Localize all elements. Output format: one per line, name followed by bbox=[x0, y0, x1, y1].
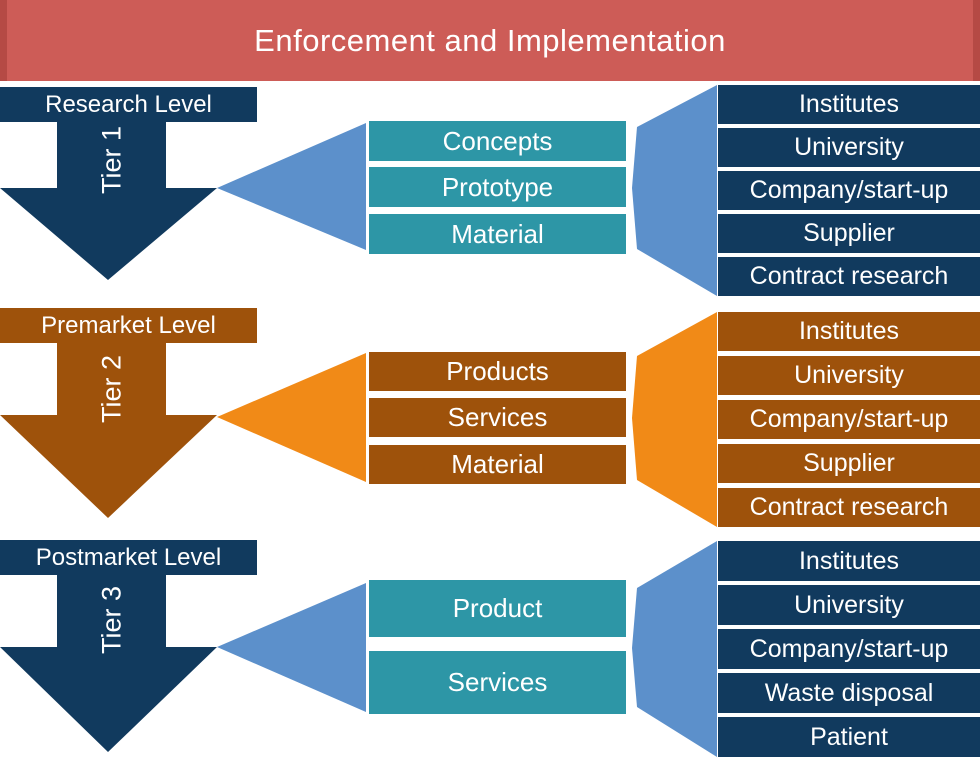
tier2-down-arrow-shape bbox=[0, 308, 257, 518]
tier1-down-arrow-shape bbox=[0, 87, 257, 280]
tier3-stakeholder-box: Patient bbox=[718, 717, 980, 757]
tier3-left-wedge-shape bbox=[217, 583, 366, 712]
tier1-item-box: Prototype bbox=[369, 167, 626, 207]
tier3-stakeholder-box: Waste disposal bbox=[718, 673, 980, 713]
tier3-right-funnel-shape bbox=[632, 541, 717, 757]
tier3-stakeholder-box: Company/start-up bbox=[718, 629, 980, 669]
tier3-down-arrow-shape bbox=[0, 540, 257, 752]
tier2-tier-label: Tier 2 bbox=[96, 354, 127, 424]
tier2-stakeholder-box: Supplier bbox=[718, 444, 980, 483]
tier1-left-wedge-shape bbox=[217, 123, 366, 250]
tier2-stakeholder-box: Contract research bbox=[718, 488, 980, 527]
tier3-item-box: Product bbox=[369, 580, 626, 637]
tier3-item-box: Services bbox=[369, 651, 626, 714]
tier1-stakeholder-box: Company/start-up bbox=[718, 171, 980, 210]
tier1-right-funnel-shape bbox=[632, 85, 717, 296]
tier1-tier-label: Tier 1 bbox=[96, 125, 127, 195]
tier2-item-box: Services bbox=[369, 398, 626, 437]
banner-title: Enforcement and Implementation bbox=[254, 22, 726, 58]
tier1-stakeholder-box: Contract research bbox=[718, 257, 980, 296]
tier1-item-box: Material bbox=[369, 214, 626, 254]
tier3-level-label: Postmarket Level bbox=[35, 543, 222, 571]
tier2-item-box: Material bbox=[369, 445, 626, 484]
tier1-item-box: Concepts bbox=[369, 121, 626, 161]
tier2-item-box: Products bbox=[369, 352, 626, 391]
tier1-stakeholder-box: University bbox=[718, 128, 980, 167]
tier3-tier-label: Tier 3 bbox=[96, 585, 127, 655]
banner-right-edge bbox=[973, 0, 980, 81]
tier3-stakeholder-box: Institutes bbox=[718, 541, 980, 581]
banner: Enforcement and Implementation bbox=[0, 0, 980, 81]
tier2-stakeholder-box: Institutes bbox=[718, 312, 980, 351]
tier1-level-label: Research Level bbox=[45, 90, 212, 118]
tier1-stakeholder-box: Institutes bbox=[718, 85, 980, 124]
tier3-stakeholder-box: University bbox=[718, 585, 980, 625]
tier2-stakeholder-box: Company/start-up bbox=[718, 400, 980, 439]
tier2-left-wedge-shape bbox=[217, 353, 366, 482]
tier2-stakeholder-box: University bbox=[718, 356, 980, 395]
tier2-right-funnel-shape bbox=[632, 312, 717, 527]
tier2-level-label: Premarket Level bbox=[41, 311, 216, 339]
banner-left-edge bbox=[0, 0, 7, 81]
tier1-stakeholder-box: Supplier bbox=[718, 214, 980, 253]
